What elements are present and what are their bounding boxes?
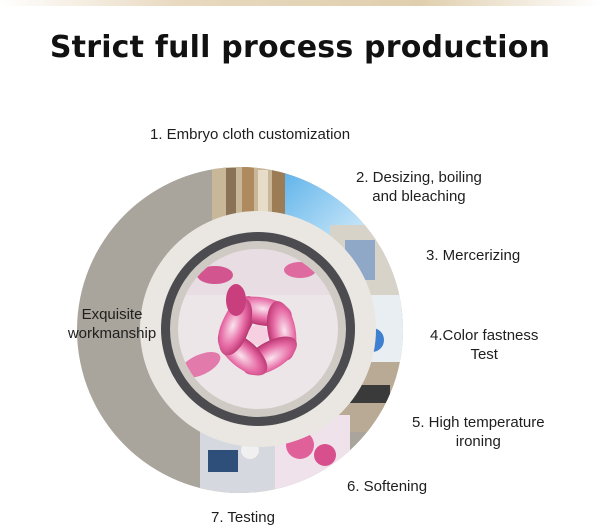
top-divider [0,0,600,6]
step-3-label: 3. Mercerizing [426,247,521,264]
step-1-label: 1. Embryo cloth customization [150,126,351,143]
center-flower-image [178,249,338,409]
flower-icon [217,296,297,376]
step-7-label: 7. Testing [211,509,275,526]
step-6-label: 6. Softening [347,478,428,495]
page-title: Strict full process production [49,30,551,65]
